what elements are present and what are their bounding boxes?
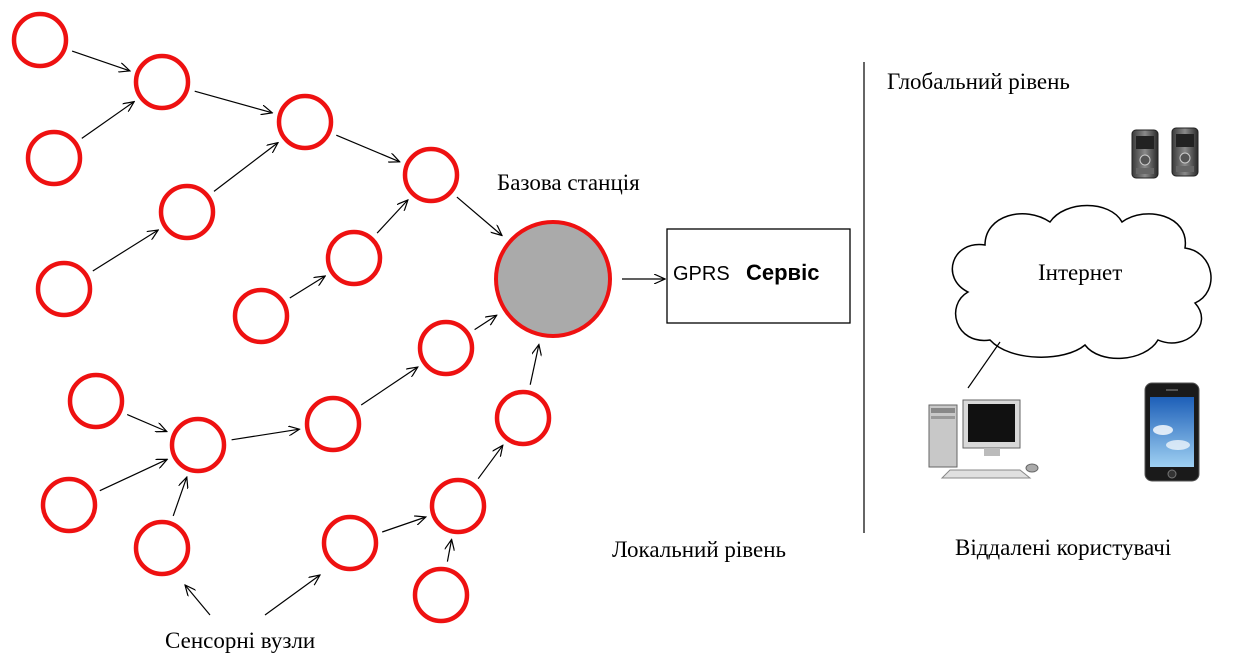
arrow-n-to-k xyxy=(360,367,418,406)
arrow-i-to-h xyxy=(289,276,325,299)
gprs-label: GPRS xyxy=(673,263,730,285)
mobile-phones-icon xyxy=(1131,127,1199,179)
gprs-service-box xyxy=(666,228,851,324)
smartphone-icon xyxy=(1144,382,1200,482)
arrow-d-to-base xyxy=(456,196,502,235)
sensor-node xyxy=(67,372,125,430)
sensor-node xyxy=(25,129,83,187)
arrow-r-to-o xyxy=(477,445,503,480)
remote-users-label: Віддалені користувачі xyxy=(955,535,1171,560)
sensor-node xyxy=(304,395,362,453)
base-station-node xyxy=(494,220,612,338)
arrow-q-to-r xyxy=(382,517,426,533)
connection-arrows xyxy=(71,50,539,616)
label-pointer-arrow-1 xyxy=(185,585,211,616)
sensor-node xyxy=(169,416,227,474)
arrow-b-to-c xyxy=(194,90,273,113)
internet-cloud-icon xyxy=(951,204,1212,359)
sensor-node xyxy=(35,260,93,318)
arrow-m-to-l xyxy=(99,459,167,492)
sensor-node xyxy=(494,389,552,447)
sensor-node xyxy=(276,93,334,151)
service-label: Сервіс xyxy=(746,260,819,285)
arrow-k-to-base xyxy=(474,315,497,331)
arrow-e-to-b xyxy=(81,102,134,139)
arrow-o-to-base xyxy=(529,345,539,385)
sensor-node xyxy=(232,287,290,345)
arrow-s-to-r xyxy=(447,539,451,562)
arrow-c-to-d xyxy=(336,134,399,162)
global-level-label: Глобальний рівень xyxy=(887,69,1070,94)
local-level-label: Локальний рівень xyxy=(612,537,786,562)
sensor-node xyxy=(11,11,69,69)
sensor-node xyxy=(402,146,460,204)
desktop-computer-icon xyxy=(928,399,1039,479)
sensor-node xyxy=(133,53,191,111)
sensor-node xyxy=(40,476,98,534)
sensor-node xyxy=(158,183,216,241)
arrow-a-to-b xyxy=(71,50,130,71)
arrow-h-to-d xyxy=(376,200,408,234)
sensor-nodes-label: Сенсорні вузли xyxy=(165,628,315,653)
label-pointer-arrow-2 xyxy=(264,575,320,616)
sensor-node xyxy=(412,566,470,624)
arrow-p-to-l xyxy=(172,477,187,517)
base-station-label: Базова станція xyxy=(497,170,640,195)
sensor-nodes xyxy=(11,11,552,624)
sensor-node xyxy=(325,229,383,287)
sensor-node xyxy=(321,514,379,572)
sensor-node xyxy=(133,519,191,577)
sensor-node xyxy=(429,477,487,535)
arrow-j-to-l xyxy=(126,413,167,432)
sensor-node xyxy=(417,319,475,377)
arrow-f-to-c xyxy=(213,143,278,192)
arrow-g-to-f xyxy=(92,230,158,272)
internet-to-computer-line xyxy=(967,341,1001,389)
internet-label: Інтернет xyxy=(1038,260,1122,285)
arrow-l-to-n xyxy=(231,429,300,441)
